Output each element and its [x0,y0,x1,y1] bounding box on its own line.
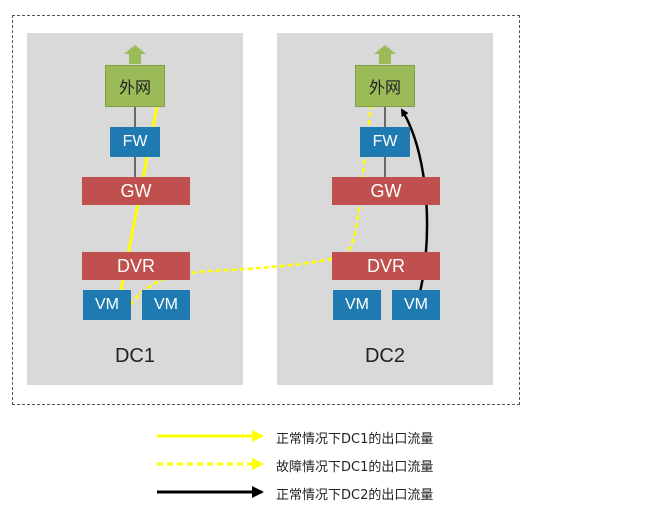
dc1-internet-node: 外网 [105,65,165,107]
dc1-firewall-node: FW [110,127,160,157]
legend-text-dc2-normal: 正常情况下DC2的出口流量 [276,488,434,503]
dc2-vm-node-1: VM [333,290,381,320]
dc1-dvr-node: DVR [82,252,190,280]
dc1-vm-node-1: VM [83,290,131,320]
dc1-vm-node-2: VM [142,290,190,320]
region-border [12,15,520,405]
dc1-gateway-node: GW [82,177,190,205]
dc1-label: DC1 [114,345,155,367]
dc2-vm-node-2: VM [392,290,440,320]
legend-text-dc1-normal: 正常情况下DC1的出口流量 [276,432,434,447]
dc2-gateway-node: GW [332,177,440,205]
dc2-label: DC2 [364,345,405,367]
dc2-dvr-node: DVR [332,252,440,280]
dc2-internet-node: 外网 [355,65,415,107]
legend-text-dc1-failure: 故障情况下DC1的出口流量 [276,460,434,475]
dc2-uplink-arrow-icon [374,45,396,64]
dc2-firewall-node: FW [360,127,410,157]
dc1-uplink-arrow-icon [124,45,146,64]
